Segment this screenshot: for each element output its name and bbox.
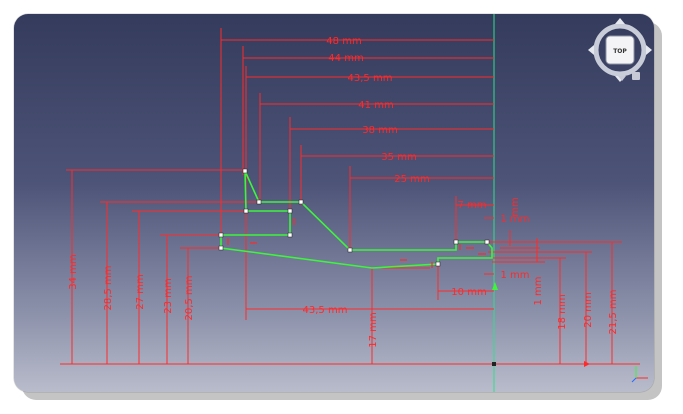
- cube-face-top[interactable]: [605, 35, 635, 65]
- sketch-vertices[interactable]: [218, 168, 496, 366]
- dim-label-23[interactable]: 23 mm: [163, 278, 174, 313]
- dim-label-20[interactable]: 20 mm: [583, 292, 594, 327]
- vertex[interactable]: [347, 247, 353, 253]
- arrow-right-icon[interactable]: [646, 45, 652, 55]
- cube-mini-icon[interactable]: [632, 72, 640, 80]
- dim-label-17[interactable]: 17 mm: [368, 312, 379, 347]
- dim-label-34[interactable]: 34 mm: [68, 254, 79, 289]
- baseline-arrow: [584, 361, 590, 367]
- vertex[interactable]: [298, 199, 304, 205]
- dim-label-44[interactable]: 44 mm: [328, 53, 363, 64]
- arrow-left-icon[interactable]: [588, 45, 594, 55]
- view-menu-icon[interactable]: [618, 76, 626, 81]
- sketch-canvas[interactable]: 48 mm 44 mm 43,5 mm 41 mm 38 mm 35 mm: [14, 14, 654, 392]
- dim-label-10[interactable]: 10 mm: [451, 287, 486, 298]
- axis-cross-icon: [631, 366, 648, 383]
- vertex[interactable]: [218, 245, 224, 251]
- cube-face-label: TOP: [613, 48, 627, 55]
- dim-label-1-upper[interactable]: 1 mm: [500, 214, 529, 225]
- dim-label-38[interactable]: 38 mm: [362, 125, 397, 136]
- orbit-ring[interactable]: [593, 23, 647, 77]
- dim-label-43-5-bottom[interactable]: 43,5 mm: [303, 305, 348, 316]
- dim-label-18[interactable]: 18 mm: [557, 294, 568, 329]
- dim-label-7[interactable]: 7 mm: [457, 200, 486, 211]
- dim-label-28-5[interactable]: 28,5 mm: [103, 266, 114, 311]
- vertex[interactable]: [453, 239, 459, 245]
- dim-label-27[interactable]: 27 mm: [135, 274, 146, 309]
- vertex[interactable]: [484, 239, 490, 245]
- sketch-profile[interactable]: [220, 170, 493, 269]
- dim-label-48[interactable]: 48 mm: [326, 36, 361, 47]
- dim-label-1-lower[interactable]: 1 mm: [500, 270, 529, 281]
- dim-label-41[interactable]: 41 mm: [358, 100, 393, 111]
- arrow-up-icon[interactable]: [615, 18, 625, 24]
- origin-point[interactable]: [492, 362, 496, 366]
- navigation-cube[interactable]: TOP: [588, 18, 652, 82]
- vertex[interactable]: [242, 168, 248, 174]
- vertex[interactable]: [256, 199, 262, 205]
- dim-label-small-mm[interactable]: mm: [510, 197, 521, 216]
- vertex[interactable]: [435, 261, 441, 267]
- vertex[interactable]: [287, 208, 293, 214]
- dim-label-20-5[interactable]: 20,5 mm: [184, 276, 195, 321]
- dim-label-43-5-top[interactable]: 43,5 mm: [348, 73, 393, 84]
- dim-label-1-right[interactable]: 1 mm: [533, 276, 544, 305]
- vertex[interactable]: [218, 232, 224, 238]
- dim-label-21-5[interactable]: 21,5 mm: [608, 290, 619, 335]
- dim-label-35[interactable]: 35 mm: [381, 152, 416, 163]
- sketcher-3d-view[interactable]: 48 mm 44 mm 43,5 mm 41 mm 38 mm 35 mm: [14, 14, 654, 392]
- y-axis-marker-icon: [492, 282, 498, 290]
- vertex[interactable]: [287, 232, 293, 238]
- vertex[interactable]: [243, 208, 249, 214]
- dim-label-25[interactable]: 25 mm: [394, 174, 429, 185]
